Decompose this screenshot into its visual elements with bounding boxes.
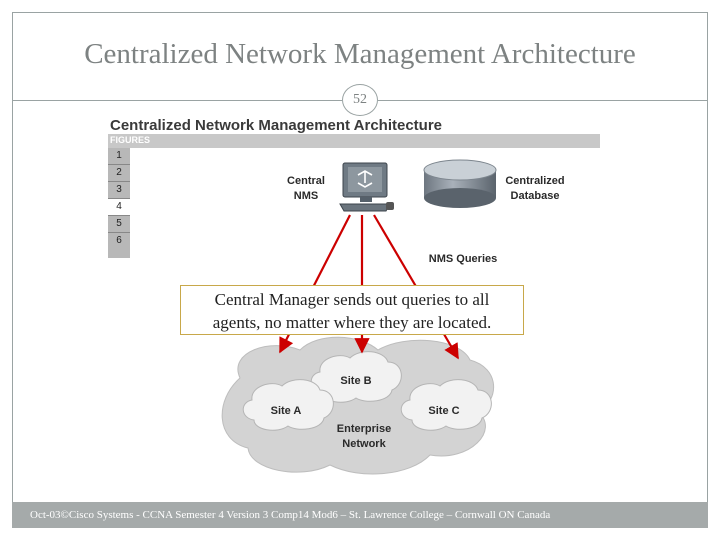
central-nms-label-line1: Central (287, 175, 325, 187)
title-rule-right (378, 100, 708, 101)
figure-tab-strip (108, 244, 130, 258)
enterprise-label-line1: Enterprise (336, 423, 392, 435)
site-a-label: Site A (270, 405, 302, 417)
database-label-line1: Centralized (505, 175, 565, 187)
figure-title: Centralized Network Management Architect… (110, 117, 443, 134)
database-label: Centralized Database (498, 174, 572, 204)
title-rule-left (12, 100, 342, 101)
nms-queries-label: NMS Queries (428, 253, 498, 265)
central-nms-icon (339, 162, 394, 212)
figure-header-bar (108, 134, 600, 148)
callout-line-2: agents, no matter where they are located… (212, 313, 492, 332)
footer-text: Oct-03©Cisco Systems - CCNA Semester 4 V… (30, 509, 551, 521)
figure-tab-1[interactable]: 1 (108, 148, 130, 165)
enterprise-label-line2: Network (342, 438, 386, 450)
page-number: 52 (342, 84, 378, 116)
footer-bar (12, 502, 708, 528)
enterprise-network-label: Enterprise Network (326, 422, 402, 452)
site-c-cloud (400, 379, 492, 431)
figure-tab-2[interactable]: 2 (108, 165, 130, 182)
figure-tab-3[interactable]: 3 (108, 182, 130, 199)
figures-label: FIGURES (110, 135, 151, 145)
callout-box: Central Manager sends out queries to all… (180, 285, 524, 335)
database-label-line2: Database (510, 190, 560, 202)
central-nms-label-line2: NMS (293, 190, 319, 202)
figure-tab-4[interactable]: 4 (108, 199, 130, 216)
site-a-cloud (242, 379, 334, 431)
centralized-database-icon (423, 159, 497, 208)
callout-line-1: Central Manager sends out queries to all (214, 290, 490, 309)
site-b-label: Site B (340, 375, 372, 387)
figure-tab-5[interactable]: 5 (108, 216, 130, 233)
slide-title: Centralized Network Management Architect… (84, 38, 636, 70)
figure-tab-list: 1 2 3 4 5 6 (108, 148, 130, 250)
site-c-label: Site C (428, 405, 460, 417)
central-nms-label: Central NMS (278, 174, 334, 204)
